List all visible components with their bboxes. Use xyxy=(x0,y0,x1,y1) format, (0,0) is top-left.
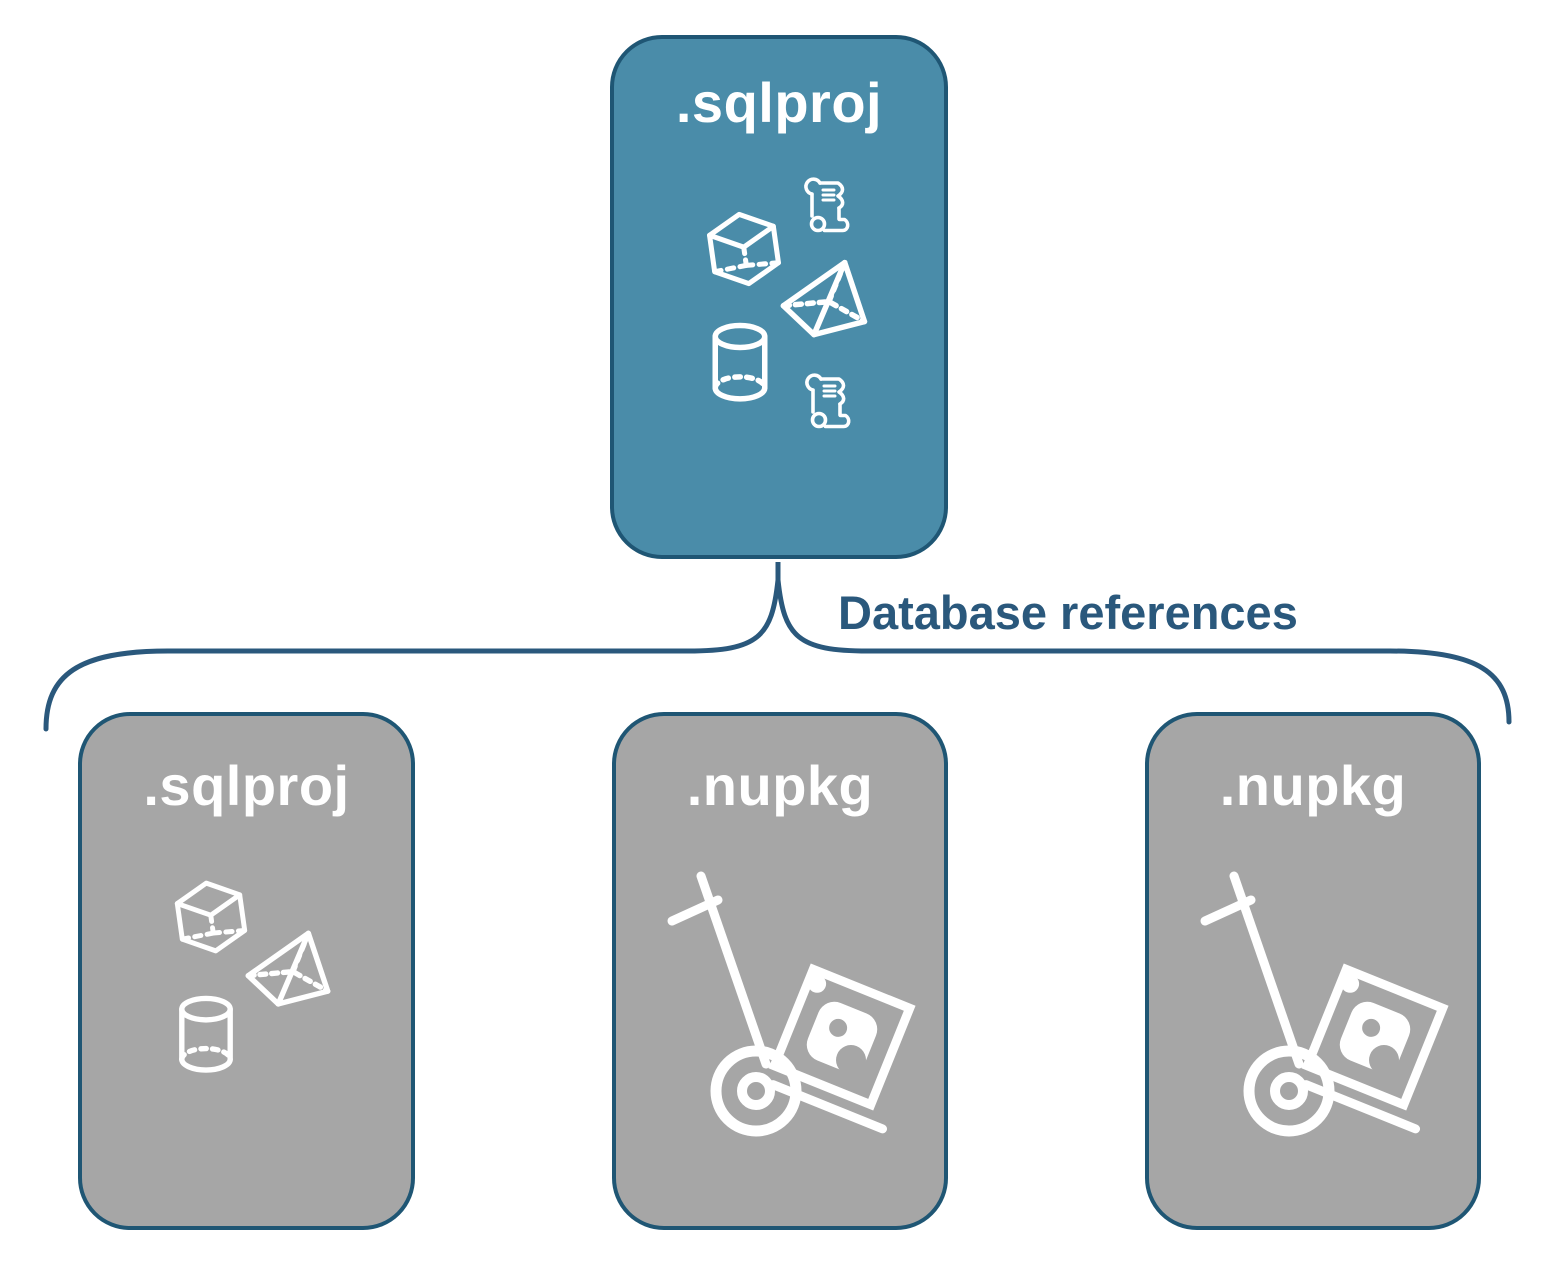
child-node-sqlproj: .sqlproj xyxy=(78,712,415,1230)
connector-label: Database references xyxy=(838,586,1298,639)
nuget-hand-truck-icon xyxy=(1179,864,1459,1144)
cube-icon xyxy=(166,872,256,962)
root-node-label: .sqlproj xyxy=(675,71,883,134)
cube-icon xyxy=(698,203,790,295)
root-node-sqlproj: .sqlproj xyxy=(610,35,948,559)
child-node-label: .nupkg xyxy=(1219,754,1407,817)
cylinder-icon xyxy=(170,993,242,1079)
cylinder-icon xyxy=(702,320,778,408)
pyramid-icon xyxy=(772,251,882,351)
child-node-nupkg-2: .nupkg xyxy=(1145,712,1481,1230)
child-node-label: .nupkg xyxy=(686,754,874,817)
pyramid-icon xyxy=(237,922,345,1020)
scroll-icon xyxy=(796,371,856,431)
scroll-icon xyxy=(795,175,855,235)
child-node-nupkg-1: .nupkg xyxy=(612,712,948,1230)
nuget-hand-truck-icon xyxy=(646,864,926,1144)
child-node-label: .sqlproj xyxy=(143,754,350,817)
